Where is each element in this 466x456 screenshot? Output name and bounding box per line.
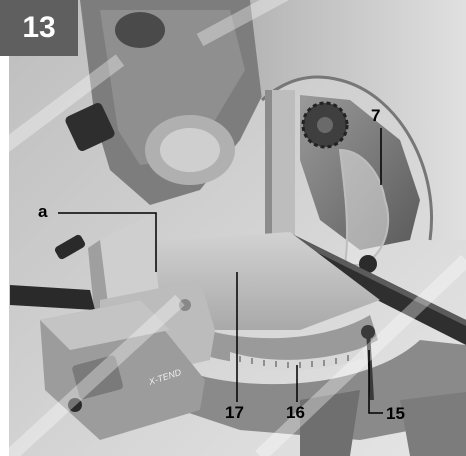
table-rim: [180, 315, 378, 365]
frame-left-edge: [0, 56, 9, 456]
arbor-hub: [317, 117, 333, 133]
front-support-top: [40, 300, 170, 350]
callout-17: 17: [225, 403, 244, 422]
foot: [68, 398, 82, 412]
guard-rim: [261, 75, 433, 241]
pointer-rod: [366, 329, 374, 401]
callout-a: a: [38, 202, 48, 221]
leader-lines: [58, 128, 383, 414]
saw-base: [160, 340, 466, 440]
base-leg-right: [400, 392, 466, 456]
vertical-fence: [265, 90, 295, 265]
lock-lever: [54, 234, 86, 260]
guard-knob: [359, 255, 377, 273]
callout-7: 7: [371, 106, 381, 125]
leader-15: [368, 350, 383, 414]
scale-ticks: [239, 355, 349, 368]
slide-rail: [288, 232, 466, 345]
slide-rail-highlight: [288, 232, 466, 326]
leader-a: [58, 212, 157, 272]
lower-guard: [338, 148, 390, 266]
extension-arm: [10, 285, 95, 310]
handle-grip: [65, 102, 115, 152]
clamp-screw: [179, 299, 191, 311]
motor-cap-inner: [160, 128, 220, 172]
fence-edge: [265, 90, 272, 265]
motor-knob: [115, 12, 165, 48]
figure-number: 13: [22, 11, 56, 44]
callout-15: 15: [386, 404, 405, 423]
callout-16: 16: [286, 403, 305, 422]
figure-number-badge: 13: [0, 0, 78, 56]
blade-guard: [250, 0, 466, 240]
front-support-slot: [72, 355, 123, 400]
base-leg: [300, 390, 360, 456]
